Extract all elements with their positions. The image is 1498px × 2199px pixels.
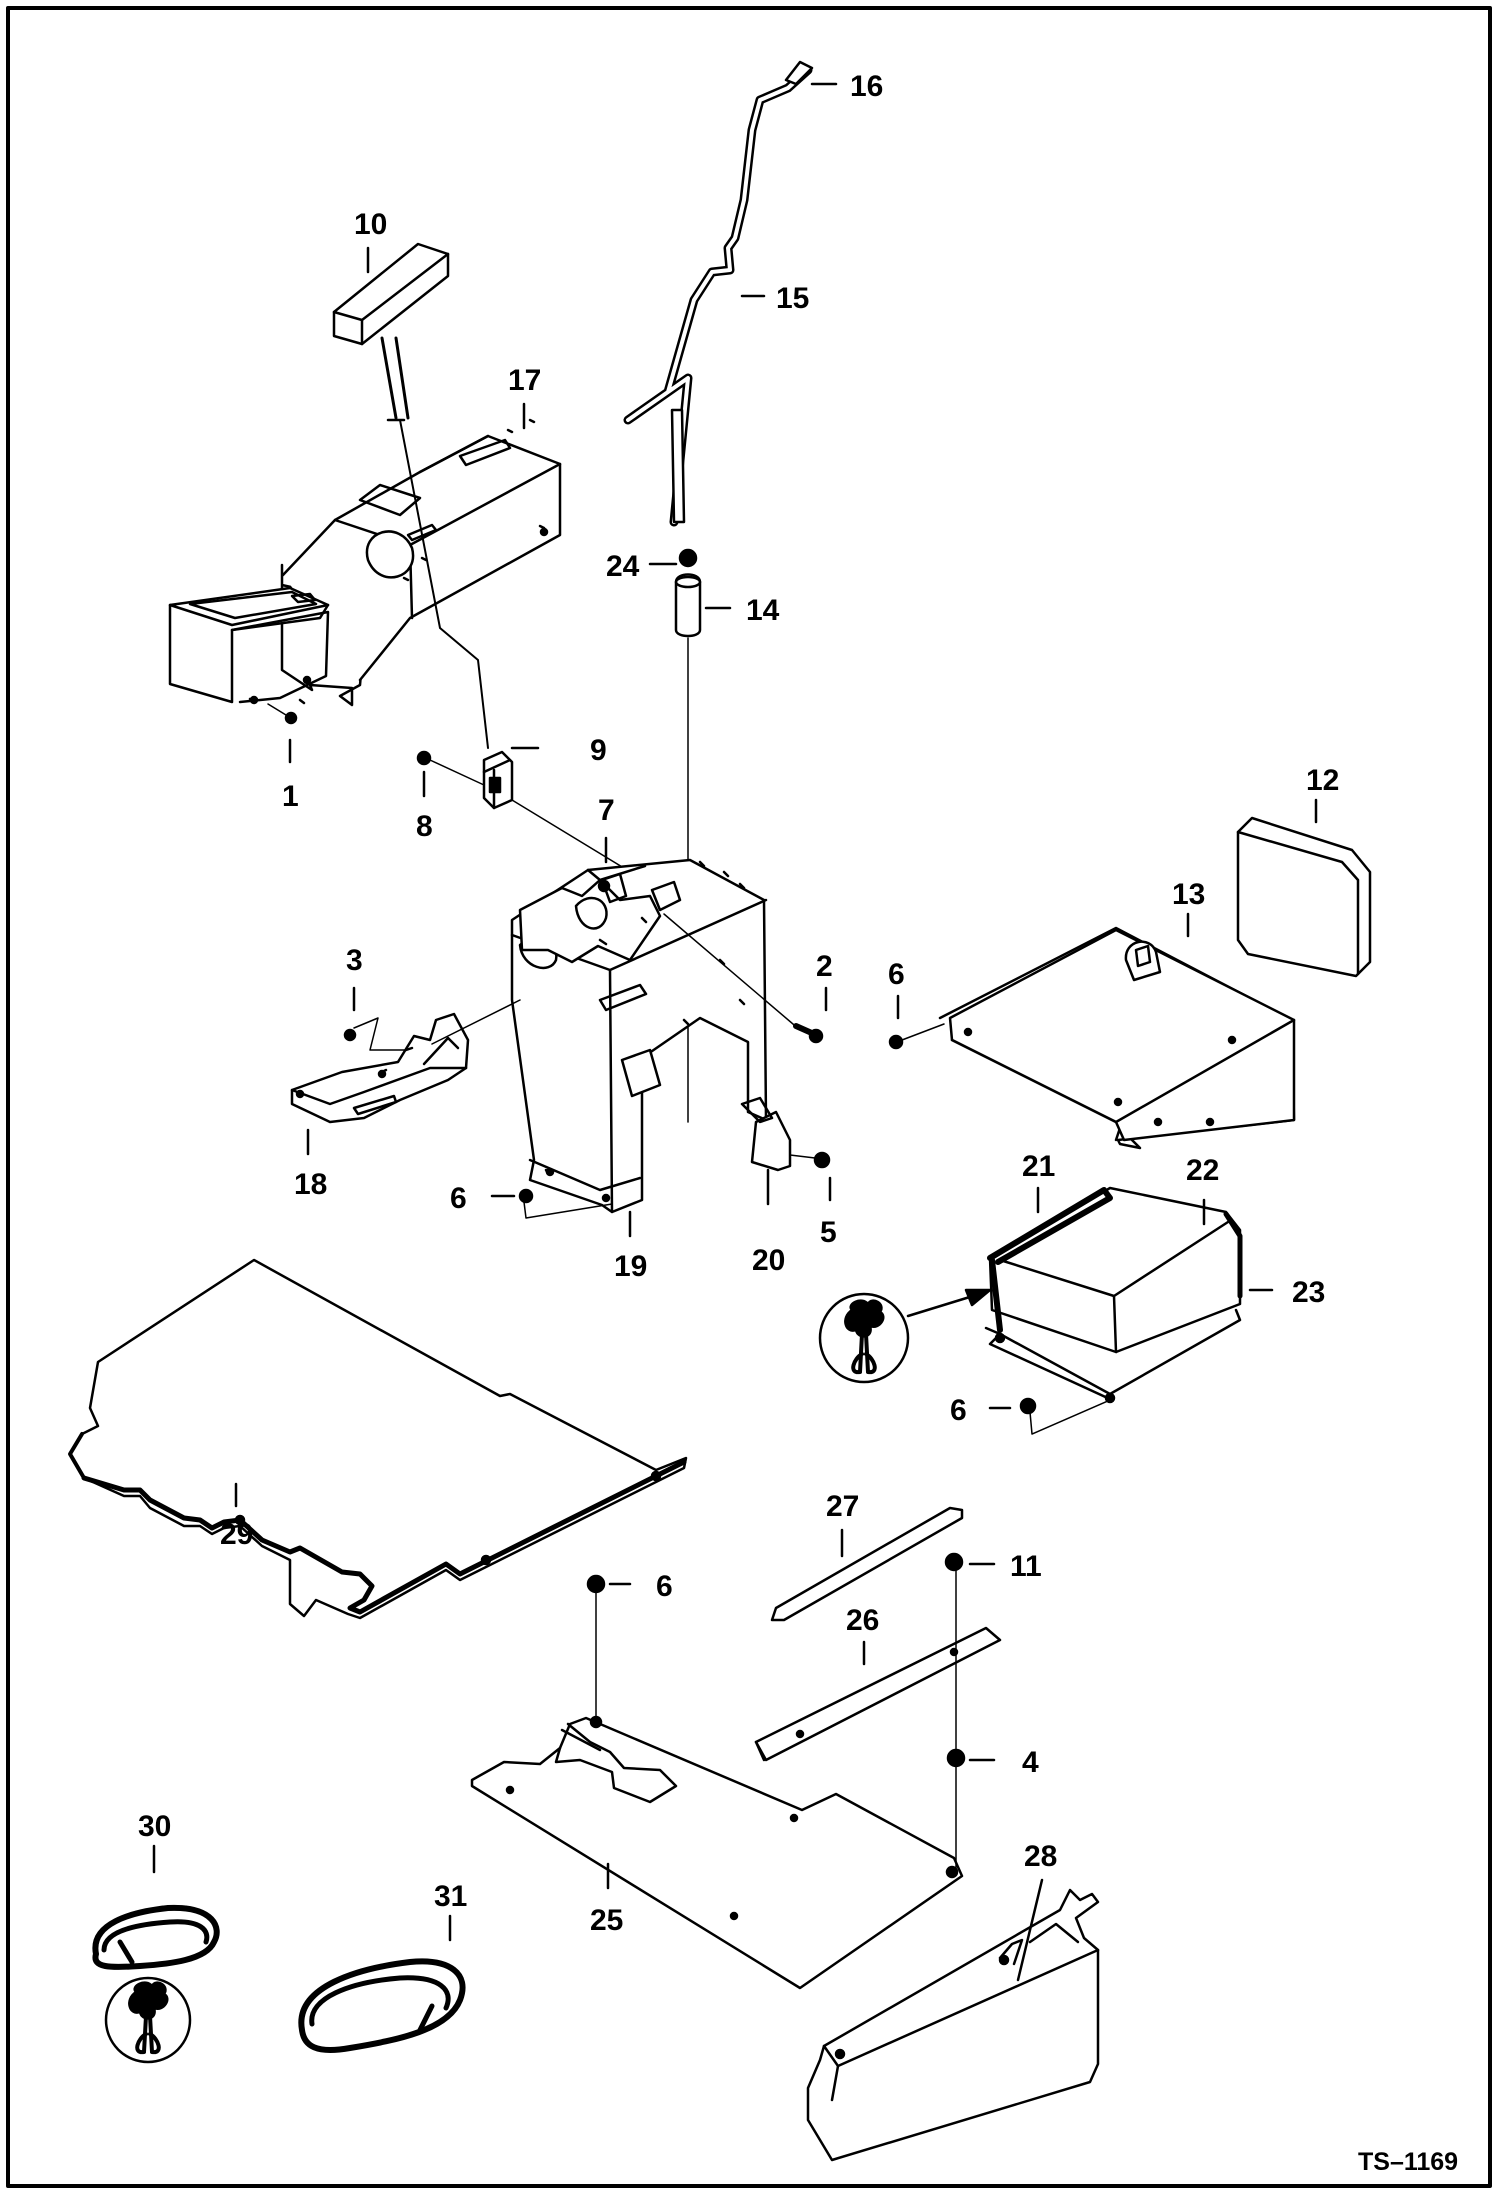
callout-26: 26: [846, 1604, 879, 1637]
guide-6-box: [1029, 1399, 1111, 1435]
callout-19: 19: [614, 1250, 647, 1283]
callout-labels: 16 15 10 17 24 14 9 1 8 7 3 2 6 12 13 18…: [138, 70, 1339, 1937]
arrow-to-box-head: [964, 1288, 992, 1307]
part-6-screw-upper: [888, 1034, 904, 1050]
part-19-frame: [510, 858, 768, 1214]
callout-5: 5: [820, 1216, 837, 1249]
callout-10: 10: [354, 208, 387, 241]
callout-31: 31: [434, 1880, 467, 1913]
part-6-screw-floor: [586, 1574, 606, 1594]
callout-3: 3: [346, 944, 363, 977]
callout-14: 14: [746, 594, 780, 627]
part-4-spacer: [946, 1748, 966, 1768]
part-18-bracket: [290, 1012, 470, 1124]
part-21-22-23-box: [984, 1186, 1243, 1404]
part-31-hose-coil: [298, 1958, 466, 2053]
drawing-reference: TS–1169: [1358, 2148, 1458, 2176]
callout-23: 23: [1292, 1276, 1325, 1309]
part-3-screw: [343, 1028, 357, 1042]
part-30-hose-coil: [92, 1904, 220, 1970]
guide-18-to-frame: [431, 999, 521, 1045]
callout-29: 29: [220, 1518, 253, 1551]
part-24-ball: [678, 548, 698, 568]
callout-2: 2: [816, 950, 833, 983]
callout-6-floor: 6: [656, 1570, 673, 1603]
callout-7: 7: [598, 794, 615, 827]
part-29-floor-mat: [68, 1258, 688, 1620]
callout-22: 22: [1186, 1154, 1219, 1187]
callout-4: 4: [1022, 1746, 1039, 1779]
part-26-strip: [754, 1626, 1002, 1762]
note-symbol-icon: [818, 1292, 910, 1384]
part-17-console-housing: [168, 418, 562, 707]
callout-20: 20: [752, 1244, 785, 1277]
callout-6-lower: 6: [450, 1182, 467, 1215]
callout-18: 18: [294, 1168, 327, 1201]
callout-15: 15: [776, 282, 809, 315]
part-7-screw: [597, 879, 611, 893]
part-1-screw: [284, 711, 298, 725]
callout-8: 8: [416, 810, 433, 843]
callout-1: 1: [282, 780, 299, 813]
part-15-control-rod: [623, 65, 813, 527]
guide-8-to-switch: [429, 759, 485, 786]
diagram-border: [6, 6, 1492, 2188]
callout-16: 16: [850, 70, 883, 103]
callout-21: 21: [1022, 1150, 1055, 1183]
part-6-screw-box: [1019, 1397, 1037, 1415]
callout-24: 24: [606, 550, 640, 583]
part-lever-shaft: [380, 336, 410, 422]
part-27-strip: [770, 1506, 964, 1622]
part-5-screw: [813, 1151, 831, 1169]
guide-3: [353, 1017, 407, 1051]
guide-frame-bolt: [663, 913, 801, 1031]
callout-13: 13: [1172, 878, 1205, 911]
callout-28: 28: [1024, 1840, 1057, 1873]
part-11-screw: [944, 1552, 964, 1572]
callout-12: 12: [1306, 764, 1339, 797]
callout-9: 9: [590, 734, 607, 767]
guide-5: [789, 1154, 816, 1159]
callout-27: 27: [826, 1490, 859, 1523]
callout-30: 30: [138, 1810, 171, 1843]
part-20-bracket: [740, 1096, 792, 1172]
part-8-screw: [416, 750, 432, 766]
part-10-lever-handle: [332, 242, 450, 346]
note-symbol-icon-2: [104, 1976, 192, 2064]
guide-1-to-console: [267, 703, 287, 716]
part-14-knob-sleeve: [674, 573, 702, 638]
guide-lever-to-switch: [399, 419, 489, 749]
callout-6-upper: 6: [888, 958, 905, 991]
callout-25: 25: [590, 1904, 623, 1937]
callout-6-box: 6: [950, 1394, 967, 1427]
part-9-switch: [482, 750, 514, 810]
part-25-floor-plate: [470, 1715, 964, 1990]
part-2-bolt: [793, 1023, 824, 1044]
part-13-cover-plate: [938, 926, 1296, 1150]
guide-6-upper: [901, 1023, 945, 1041]
part-28-channel: [806, 1888, 1100, 2162]
callout-17: 17: [508, 364, 541, 397]
part-6-screw-lower: [518, 1188, 613, 1219]
part-16-rod-tip: [784, 60, 814, 86]
part-12-pad: [1236, 816, 1372, 978]
callout-leaders: [152, 82, 1318, 1982]
callout-11: 11: [1010, 1550, 1042, 1583]
